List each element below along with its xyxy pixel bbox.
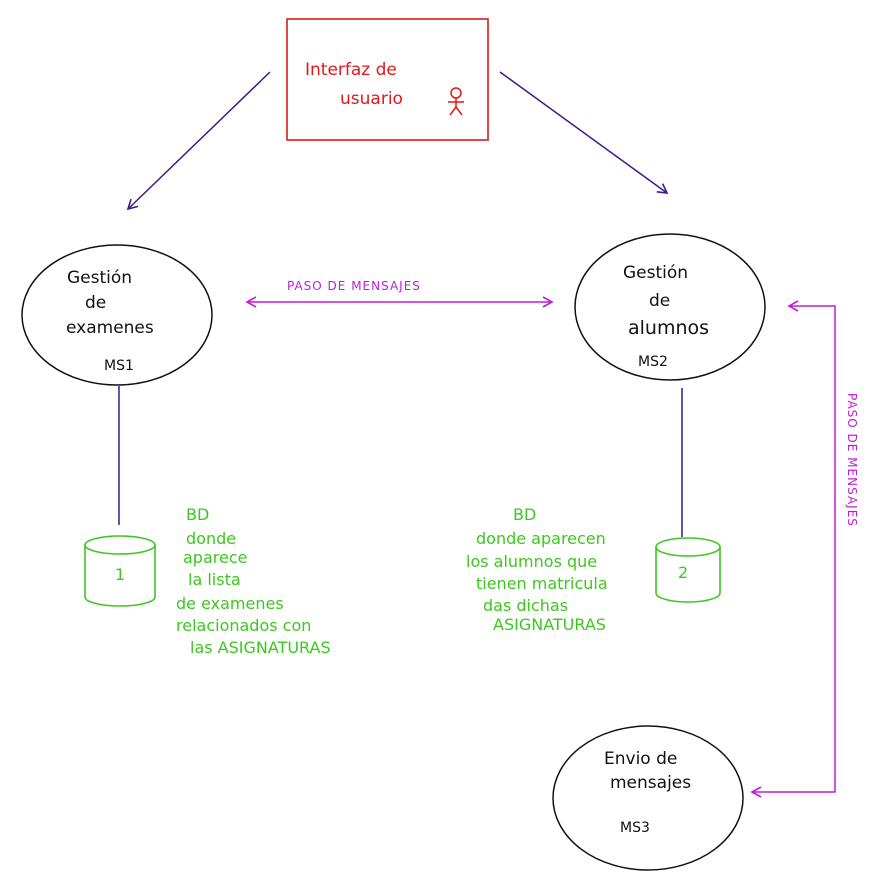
ms3-service-node: Envio de mensajes MS3 <box>552 725 744 871</box>
db2-number: 2 <box>678 563 688 582</box>
ms2-label-line1: Gestión <box>623 263 688 283</box>
db1-number: 1 <box>115 565 125 584</box>
ms3-label-line1: Envio de <box>604 749 677 769</box>
ms1-ellipse <box>21 244 213 386</box>
interface-to-ms2-arrow <box>499 71 669 194</box>
db1-desc-line: donde <box>186 529 236 548</box>
ms3-code: MS3 <box>620 820 650 836</box>
ms1-code: MS1 <box>104 358 134 374</box>
db1-desc-line: relacionados con <box>176 616 311 635</box>
db1-desc-line: la lista <box>188 570 241 589</box>
user-interface-label-line2: usuario <box>340 89 403 109</box>
user-interface-label-line1: Interfaz de <box>305 60 397 80</box>
user-interface-box: Interfaz de usuario <box>286 18 489 141</box>
db1-desc-line: de examenes <box>176 594 284 613</box>
db2-desc-line: tienen matricula <box>476 574 608 593</box>
ms2-label-line2: de <box>649 291 670 311</box>
database-icon <box>84 535 156 607</box>
interface-to-ms1-arrow <box>126 71 271 211</box>
ms1-label-line3: examenes <box>66 318 154 338</box>
person-icon <box>448 87 464 116</box>
db1-description: BD donde aparece la lista de examenes re… <box>176 505 331 657</box>
user-interface-frame <box>286 18 489 141</box>
ms2-code: MS2 <box>638 354 668 370</box>
db2-description: BD donde aparecen los alumnos que tienen… <box>466 505 608 634</box>
ms2-service-node: Gestión de alumnos MS2 <box>574 233 766 381</box>
ms3-ellipse <box>552 725 744 871</box>
database-icon <box>655 537 721 603</box>
ms1-label-line1: Gestión <box>67 268 132 288</box>
ms2-ms3-message-connector <box>750 300 836 798</box>
db2-desc-line: los alumnos que <box>466 552 597 571</box>
ms1-service-node: Gestión de examenes MS1 <box>21 244 213 386</box>
db2-desc-line: donde aparecen <box>476 529 606 548</box>
ms2-label-line3: alumnos <box>628 317 709 339</box>
db1-desc-line: las ASIGNATURAS <box>190 638 331 657</box>
ms1-label-line2: de <box>85 293 106 313</box>
db2-desc-line: ASIGNATURAS <box>493 615 606 634</box>
db1-database: 1 <box>84 535 156 607</box>
vertical-message-label: PASO DE MENSAJES <box>845 393 859 527</box>
db1-desc-line: aparece <box>183 548 247 567</box>
db2-desc-line: das dichas <box>483 596 568 615</box>
ms3-label-line2: mensajes <box>610 773 691 793</box>
db2-database: 2 <box>655 537 721 603</box>
db1-desc-line: BD <box>186 505 209 524</box>
db2-desc-line: BD <box>513 505 536 524</box>
horizontal-message-label: PASO DE MENSAJES <box>287 279 421 293</box>
